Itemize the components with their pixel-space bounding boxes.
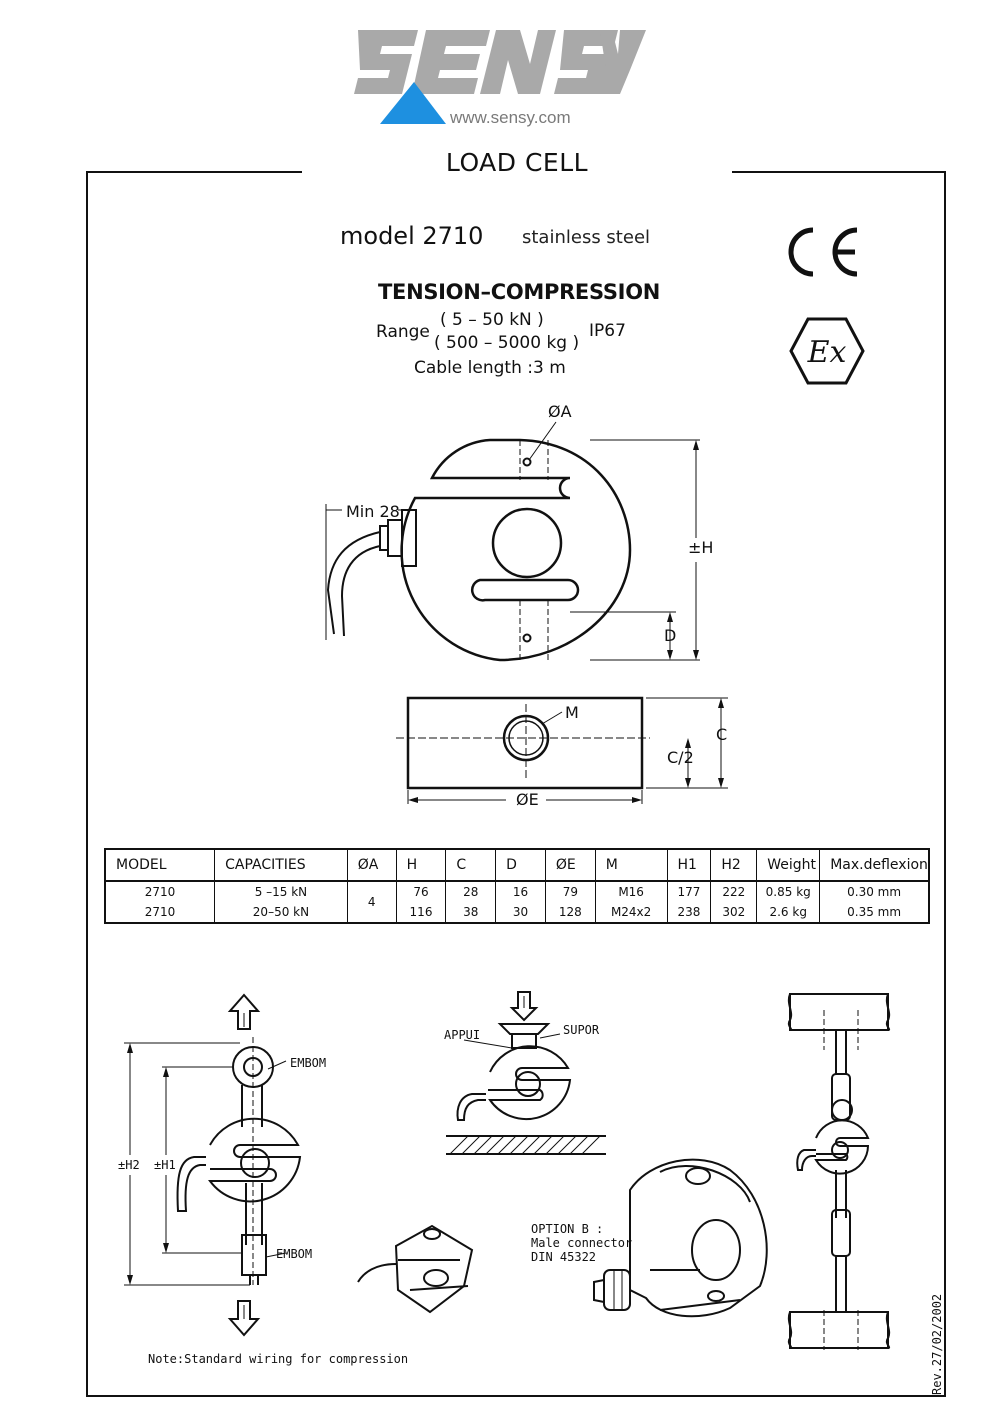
- col-deflexion: Max.deflexion: [819, 848, 930, 882]
- cell-deflexion: 0.30 mm: [819, 880, 930, 902]
- revision-date: Rev.27/02/2002: [930, 1293, 944, 1395]
- sensy-logo: [354, 30, 646, 124]
- cell-phi-a: 4: [346, 880, 397, 923]
- cell-c: 28: [445, 880, 497, 902]
- label-phi-a: ØA: [548, 402, 572, 421]
- model-name: model 2710: [340, 222, 484, 250]
- cell-phi-e: 128: [544, 902, 596, 923]
- hanging-assembly-drawing: [787, 993, 891, 1350]
- label-male-connector: Male connector: [531, 1236, 633, 1250]
- website-url[interactable]: www.sensy.com: [450, 108, 571, 127]
- label-d: D: [664, 626, 677, 645]
- col-phi-a: ØA: [346, 848, 397, 882]
- label-m: M: [565, 703, 579, 722]
- cable-length: Cable length :3 m: [414, 358, 566, 378]
- load-cell-front-drawing: [325, 421, 700, 662]
- label-h: ±H: [688, 538, 714, 557]
- product-type: TENSION–COMPRESSION: [378, 280, 661, 304]
- label-option-b: OPTION B :: [531, 1222, 604, 1236]
- cell-d: 16: [495, 880, 546, 902]
- label-h2: ±H2: [118, 1158, 140, 1172]
- label-supor: SUPOR: [563, 1023, 600, 1037]
- col-model: MODEL: [104, 848, 216, 882]
- cell-weight: 0.85 kg: [756, 880, 821, 902]
- cell-deflexion: 0.35 mm: [819, 902, 930, 923]
- range-kg: ( 500 – 5000 kg ): [434, 333, 580, 353]
- label-appui: APPUI: [444, 1028, 481, 1042]
- cell-c: 38: [445, 902, 497, 923]
- title-gap: [302, 165, 732, 179]
- cell-h: 116: [395, 902, 447, 923]
- label-min28: Min 28: [346, 502, 400, 521]
- ce-mark-icon: [788, 227, 858, 277]
- cell-m: M24x2: [594, 902, 668, 923]
- cell-model: 2710: [104, 902, 216, 923]
- load-cell-side-drawing: [396, 696, 728, 804]
- cell-h1: 238: [666, 902, 712, 923]
- col-d: D: [495, 848, 546, 882]
- cell-h2: 302: [710, 902, 758, 923]
- label-c: C: [716, 725, 728, 744]
- option-b-iso-drawing: [593, 1158, 768, 1318]
- label-embom-top: EMBOM: [290, 1056, 327, 1070]
- col-h2: H2: [710, 848, 758, 882]
- label-phi-e: ØE: [516, 790, 539, 809]
- range-label: Range: [376, 322, 430, 342]
- compression-mounting-drawing: [446, 991, 606, 1155]
- table-row: 2710 20–50 kN 116 38 30 128 M24x2 238 30…: [104, 902, 930, 923]
- cell-h: 76: [395, 880, 447, 902]
- cell-h1: 177: [666, 880, 712, 902]
- cell-phi-e: 79: [544, 880, 596, 902]
- ex-mark-icon: Ex: [789, 317, 865, 385]
- col-weight: Weight: [756, 848, 821, 882]
- col-h1: H1: [666, 848, 712, 882]
- range-kn: ( 5 – 50 kN ): [440, 310, 544, 330]
- ip-rating: IP67: [589, 321, 626, 341]
- label-c2: C/2: [667, 748, 694, 767]
- col-phi-e: ØE: [544, 848, 596, 882]
- label-embom-bottom: EMBOM: [276, 1247, 313, 1261]
- label-din-45322: DIN 45322: [531, 1250, 597, 1264]
- cell-capacities: 20–50 kN: [214, 902, 348, 923]
- cell-model: 2710: [104, 880, 216, 902]
- label-h1: ±H1: [154, 1158, 176, 1172]
- col-m: M: [594, 848, 668, 882]
- cell-h2: 222: [710, 880, 758, 902]
- tension-mounting-drawing: [124, 993, 302, 1337]
- table-header-row: MODEL CAPACITIES ØA H C D ØE M H1 H2 Wei…: [104, 848, 930, 882]
- ex-mark-label: Ex: [807, 335, 847, 370]
- cell-capacities: 5 –15 kN: [214, 880, 348, 902]
- wiring-note: Note:Standard wiring for compression: [148, 1352, 409, 1366]
- page-title: LOAD CELL: [445, 148, 589, 177]
- material: stainless steel: [522, 227, 651, 248]
- spec-table: MODEL CAPACITIES ØA H C D ØE M H1 H2 Wei…: [104, 848, 930, 924]
- cell-m: M16: [594, 880, 668, 902]
- cell-d: 30: [495, 902, 546, 923]
- col-c: C: [445, 848, 497, 882]
- table-row: 2710 5 –15 kN 4 76 28 16 79 M16 177 222 …: [104, 880, 930, 923]
- cell-weight: 2.6 kg: [756, 902, 821, 923]
- col-capacities: CAPACITIES: [214, 848, 348, 882]
- col-h: H: [395, 848, 447, 882]
- small-cell-iso-drawing: [357, 1224, 474, 1314]
